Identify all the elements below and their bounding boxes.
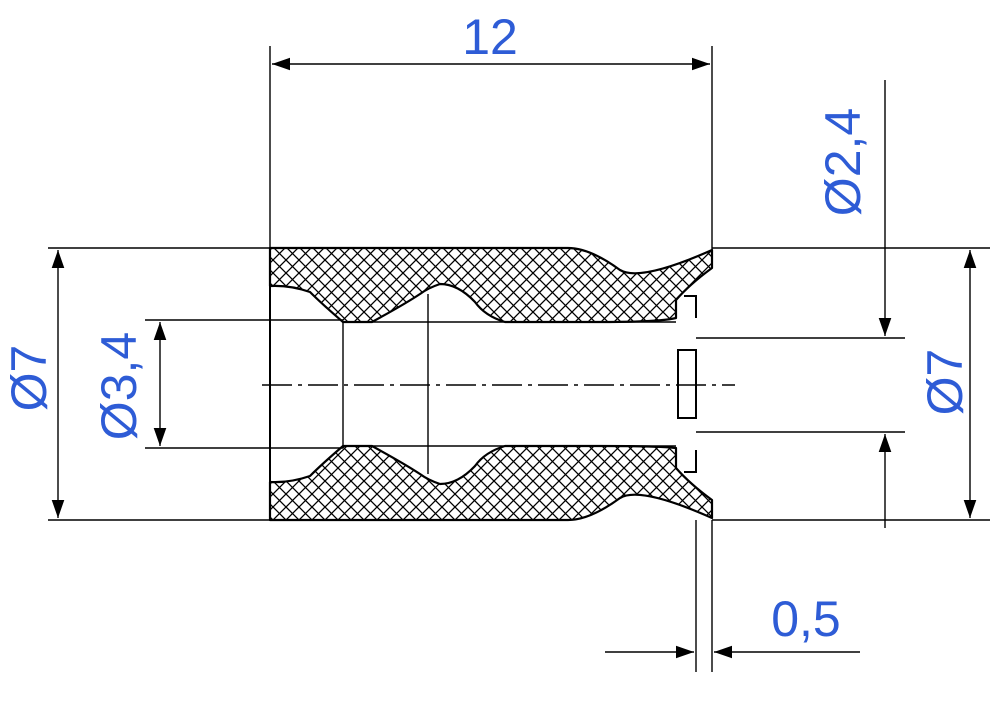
dim-tip-label: Ø2,4 bbox=[815, 108, 871, 216]
dim-outer-right-label: Ø7 bbox=[917, 349, 973, 416]
dim-length-label: 12 bbox=[462, 9, 518, 65]
lower-wall-section bbox=[268, 444, 714, 522]
dim-inner-label: Ø3,4 bbox=[91, 332, 147, 440]
upper-wall-section bbox=[268, 246, 714, 324]
dimension-lines bbox=[51, 57, 977, 659]
extension-lines bbox=[48, 46, 990, 672]
tip-rectangle bbox=[677, 349, 697, 419]
dim-gap-label: 0,5 bbox=[771, 591, 841, 647]
dim-outer-left-label: Ø7 bbox=[1, 345, 57, 412]
part-section bbox=[268, 246, 714, 522]
lower-notch bbox=[684, 450, 697, 473]
upper-notch bbox=[684, 295, 697, 318]
bore-outline bbox=[269, 248, 697, 520]
